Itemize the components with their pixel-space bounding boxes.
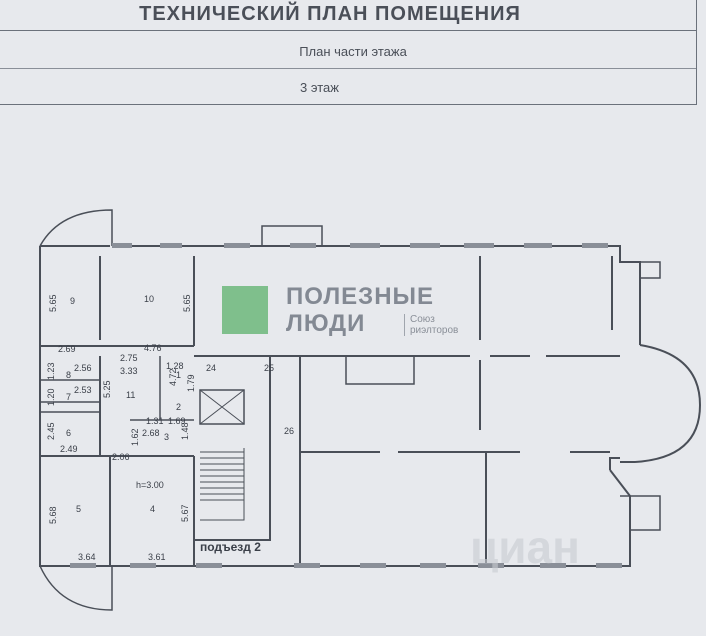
marker-label: 25 (264, 363, 275, 373)
dimension-label: 1.48 (180, 422, 190, 440)
dimension-label: 3.33 (120, 366, 138, 376)
room-number: 4 (150, 504, 156, 514)
header-frame (0, 0, 697, 105)
header-divider (0, 68, 696, 69)
dimension-label: 2.75 (120, 353, 138, 363)
dimension-label: 1.69 (168, 416, 186, 426)
room-number: 6 (66, 428, 72, 438)
room-number: 11 (126, 390, 136, 400)
dimension-label: 5.65 (48, 294, 58, 312)
room-number: 3 (164, 432, 170, 442)
marker-label: 24 (206, 363, 217, 373)
dimension-label: 2.56 (74, 363, 92, 373)
dimension-label: 2.53 (74, 385, 92, 395)
dimension-label: 5.67 (180, 504, 190, 522)
dimension-label: 2.45 (46, 422, 56, 440)
dimension-label: 4.72 (168, 368, 178, 386)
document-title: ТЕХНИЧЕСКИЙ ПЛАН ПОМЕЩЕНИЯ (139, 3, 521, 25)
room-number: 5 (76, 504, 82, 514)
dimension-label: 1.79 (186, 374, 196, 392)
floor-label: 3 этаж (300, 80, 339, 95)
dimension-label: 1.28 (166, 361, 184, 371)
dimension-label: 5.65 (182, 294, 192, 312)
dimension-label: 5.68 (48, 506, 58, 524)
logo-text: ПОЛЕЗНЫЕ ЛЮДИ (286, 283, 435, 337)
dimension-label: 2.06 (112, 452, 130, 462)
dimension-label: 2.68 (142, 428, 160, 438)
room-number: 10 (144, 294, 155, 304)
dimension-label: 4.76 (144, 343, 162, 353)
room-number: 7 (66, 392, 72, 402)
dimension-label: 2.69 (58, 344, 76, 354)
dimension-label: 1.62 (130, 428, 140, 446)
dimension-label: 3.61 (148, 552, 166, 562)
room-number: 9 (70, 296, 76, 306)
dimension-label: 2.49 (60, 444, 78, 454)
ceiling-height-label: h=3.00 (136, 480, 164, 490)
dimension-label: 5.25 (102, 380, 112, 398)
document-subtitle: План части этажа (299, 44, 407, 59)
entrance-label: подъезд 2 (200, 540, 261, 554)
room-number: 1 (176, 370, 182, 380)
dimension-label: 1.31 (146, 416, 164, 426)
marker-label: 26 (284, 426, 295, 436)
dimension-label: 1.23 (46, 362, 56, 380)
dimension-label: 3.64 (78, 552, 96, 562)
dimension-label: 1.20 (46, 388, 56, 406)
logo-mark (222, 286, 268, 334)
room-number: 8 (66, 370, 72, 380)
watermark: циан (470, 521, 580, 573)
header-divider (0, 30, 696, 31)
room-number: 2 (176, 402, 182, 412)
logo-subtitle: Союз риэлторов (404, 314, 458, 336)
